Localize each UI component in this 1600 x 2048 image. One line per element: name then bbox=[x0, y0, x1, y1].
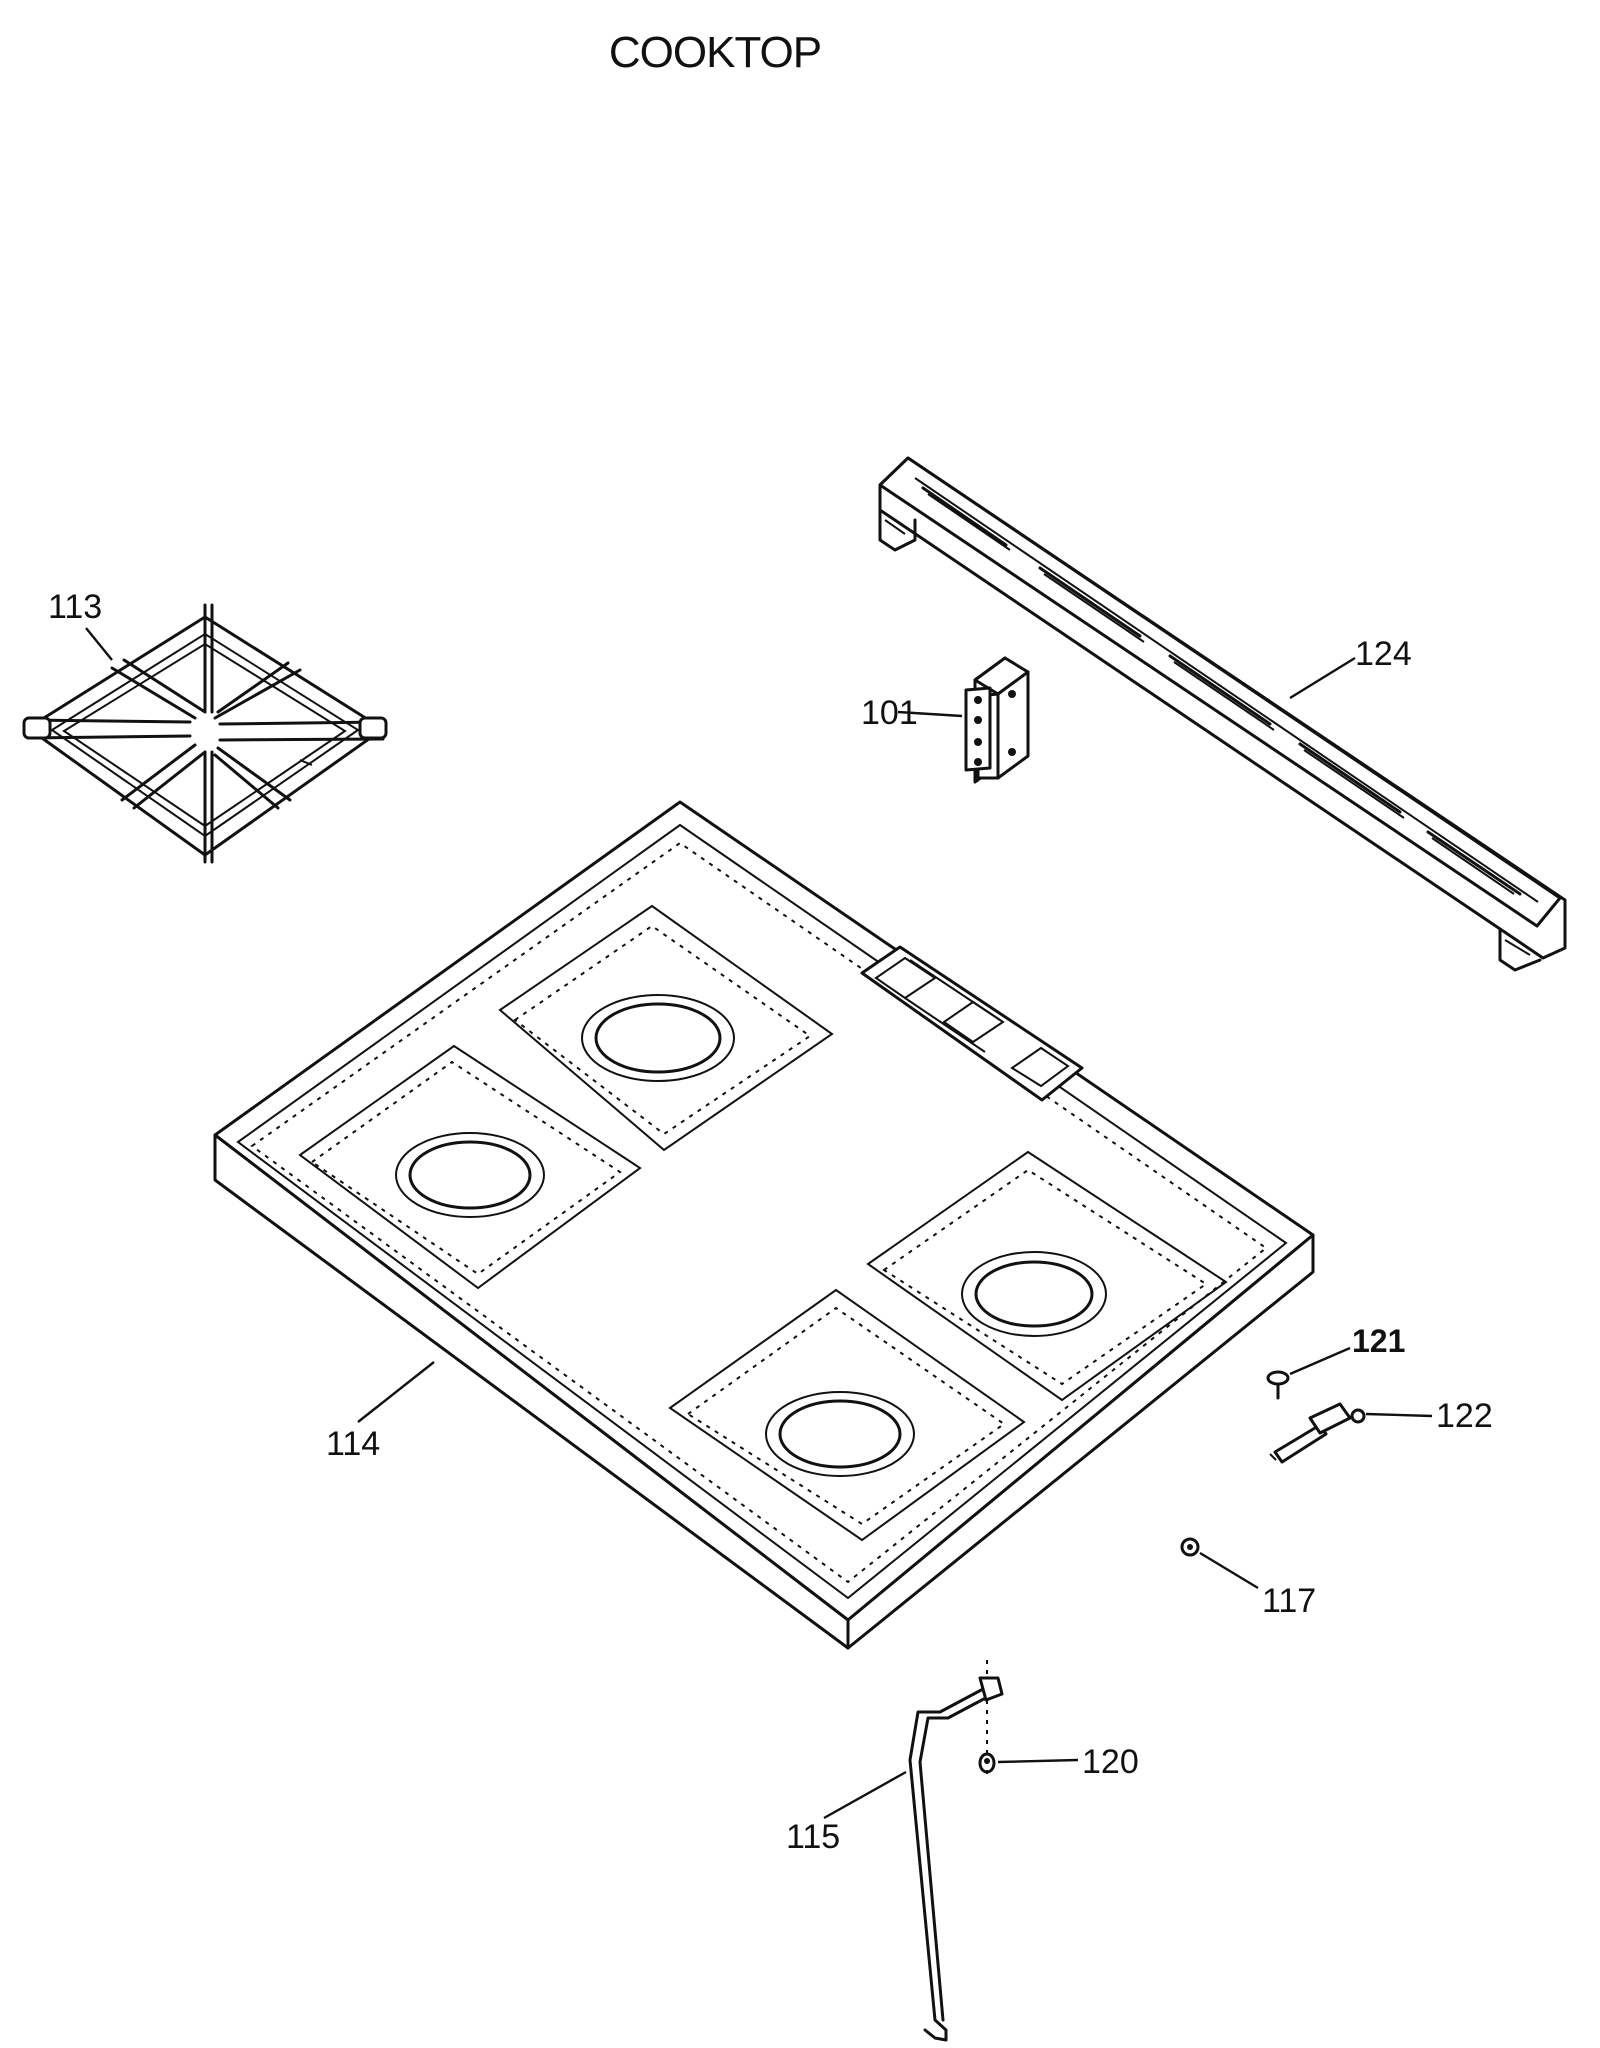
backguard-trim-124 bbox=[878, 456, 1567, 972]
callouts: 113 101 124 114 121 122 117 120 115 bbox=[48, 588, 1493, 1856]
cooktop-main-top-114 bbox=[213, 800, 1315, 1650]
callout-113: 113 bbox=[48, 588, 102, 626]
bracket-101 bbox=[964, 656, 1030, 784]
vent-grille bbox=[860, 945, 1084, 1102]
callout-124: 124 bbox=[1355, 635, 1412, 673]
callout-114: 114 bbox=[326, 1425, 380, 1463]
burner-opening-right-front bbox=[765, 1391, 915, 1477]
burner-opening-right-rear bbox=[961, 1251, 1107, 1337]
tube-115 bbox=[908, 1676, 1004, 2042]
callout-121: 121 bbox=[1352, 1323, 1405, 1359]
screw-121 bbox=[1266, 1370, 1290, 1400]
burner-opening-left-rear bbox=[581, 994, 735, 1082]
burner-grate-113 bbox=[22, 603, 388, 864]
callout-117: 117 bbox=[1262, 1582, 1316, 1620]
callout-115: 115 bbox=[786, 1818, 840, 1856]
bracket-122 bbox=[1269, 1402, 1366, 1464]
diagram-title: COOKTOP bbox=[608, 28, 822, 77]
callout-120: 120 bbox=[1082, 1743, 1139, 1781]
callout-122: 122 bbox=[1436, 1397, 1493, 1435]
fastener-117 bbox=[1180, 1537, 1200, 1557]
burner-opening-left-front bbox=[395, 1132, 545, 1218]
